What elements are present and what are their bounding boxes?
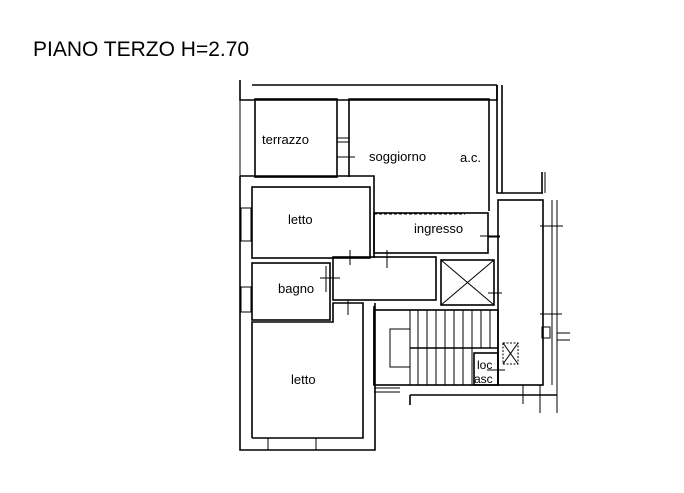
corridor [320,250,437,301]
plan-title: PIANO TERZO H=2.70 [33,38,250,61]
room-label-soggiorno: soggiorno [369,149,426,164]
room-soggiorno: soggiorno a.c. [348,98,490,211]
room-label-ac: a.c. [460,150,481,165]
room-label-ingresso: ingresso [414,221,463,236]
room-letto-top: letto [240,175,375,265]
room-bagno: bagno [240,262,331,321]
elevator-shaft [440,199,563,386]
room-letto-bottom: letto [251,300,364,451]
room-label-loc: loc [477,358,492,372]
room-label-terrazzo: terrazzo [262,132,309,147]
room-label-letto-bottom: letto [291,372,316,387]
room-ingresso: ingresso [373,212,500,254]
room-label-asc: asc [474,372,493,386]
room-label-bagno: bagno [278,281,314,296]
staircase: loc asc [373,309,541,413]
room-terrazzo: terrazzo [254,98,355,178]
room-label-letto-top: letto [288,212,313,227]
